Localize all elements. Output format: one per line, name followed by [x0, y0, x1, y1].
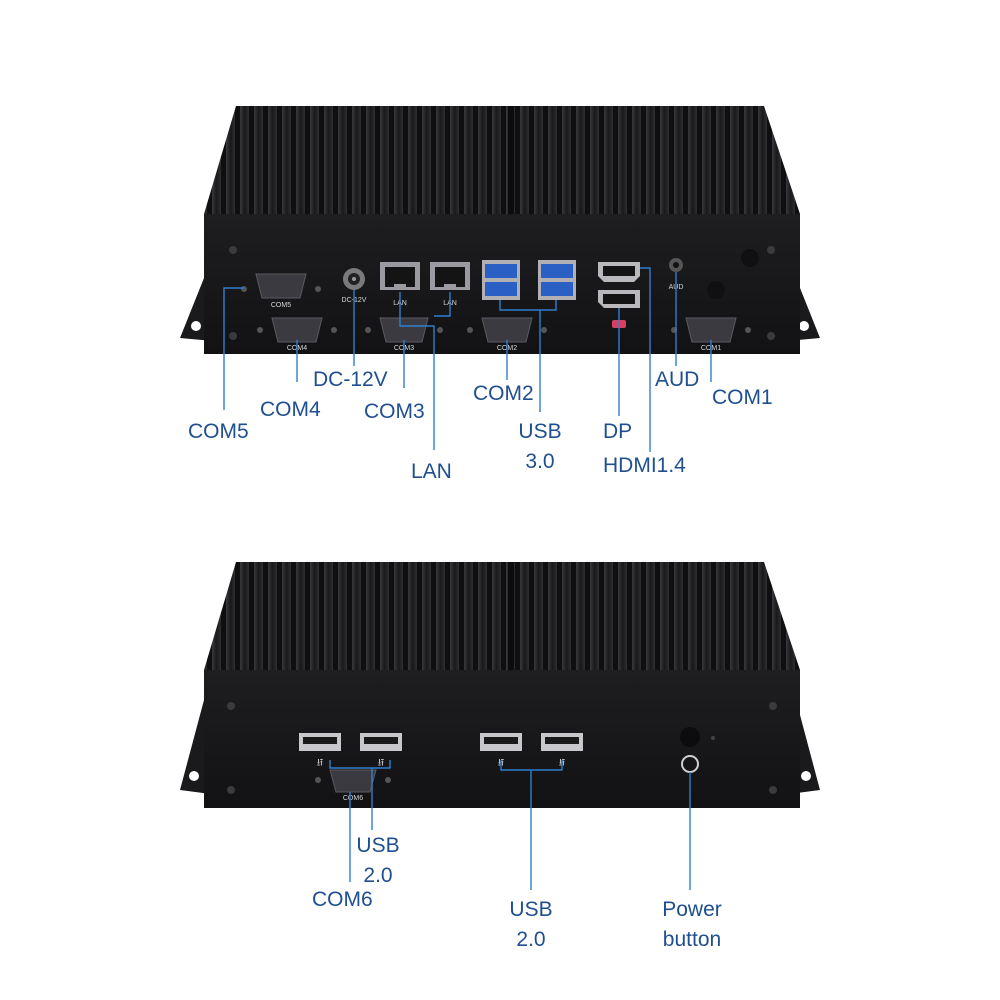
callout-dc-12v: DC-12V	[313, 368, 388, 391]
com3-port	[365, 317, 443, 343]
svg-text:⭿: ⭿	[378, 758, 384, 769]
callout-com3: COM3	[364, 400, 425, 423]
usb20-right-1	[480, 733, 522, 751]
dp-port	[598, 290, 640, 308]
callout-lan: LAN	[411, 460, 452, 483]
usb20-right-2	[541, 733, 583, 751]
usb30-stack-1	[482, 260, 520, 300]
callout-com2: COM2	[473, 382, 534, 405]
callout-com6: COM6	[312, 888, 373, 911]
antenna-hole-1	[741, 249, 759, 267]
callout-hdmi: HDMI1.4	[603, 454, 686, 477]
lan-port-1	[380, 262, 420, 290]
front-unit: ⭿ ⭿ COM6 ⭿ ⭿	[180, 562, 820, 808]
callout-power-line1: Power	[662, 898, 722, 921]
usb20-left-1	[299, 733, 341, 751]
silk-com5: COM5	[271, 302, 291, 309]
com2-port	[467, 317, 547, 343]
power-led	[711, 736, 715, 740]
callout-usb30-line2: 3.0	[525, 450, 555, 473]
antenna-hole-2	[707, 281, 725, 299]
com5-port	[241, 273, 321, 299]
callout-com1: COM1	[712, 386, 773, 409]
usb30-stack-2	[538, 260, 576, 300]
svg-text:⭿: ⭿	[317, 758, 323, 769]
leader-usb30	[499, 300, 557, 412]
hdmi-port	[598, 262, 640, 282]
leader-lan	[399, 292, 451, 450]
audio-jack	[669, 258, 683, 272]
lan-port-2	[430, 262, 470, 290]
callout-usb20-right-line2: 2.0	[516, 928, 546, 951]
callout-com5: COM5	[188, 420, 249, 443]
callout-usb20-right-line1: USB	[509, 898, 553, 921]
heatsink-fins-2	[204, 562, 800, 670]
heatsink-fins	[204, 106, 800, 214]
leader-usb20-right	[500, 760, 563, 890]
callout-power-line2: button	[662, 928, 722, 951]
front-leader-lines	[329, 760, 691, 890]
leader-usb20-left	[329, 760, 391, 830]
leader-hdmi	[640, 267, 651, 452]
callout-usb30-line1: USB	[518, 420, 562, 443]
usb20-left-2	[360, 733, 402, 751]
callout-usb20-left-line2: 2.0	[363, 864, 393, 887]
callout-aud: AUD	[655, 368, 700, 391]
com6-port	[315, 769, 391, 793]
dc-jack	[343, 268, 365, 290]
silk-com6: COM6	[343, 795, 363, 802]
com1-port	[671, 317, 751, 343]
leader-com5	[223, 287, 244, 410]
callout-com4: COM4	[260, 398, 321, 421]
callout-dp: DP	[603, 420, 633, 443]
com4-port	[257, 317, 337, 343]
callout-usb20-left-line1: USB	[356, 834, 400, 857]
rear-leader-lines	[223, 267, 712, 452]
rear-unit: COM5 COM4 DC-12V LAN LAN	[180, 106, 820, 354]
